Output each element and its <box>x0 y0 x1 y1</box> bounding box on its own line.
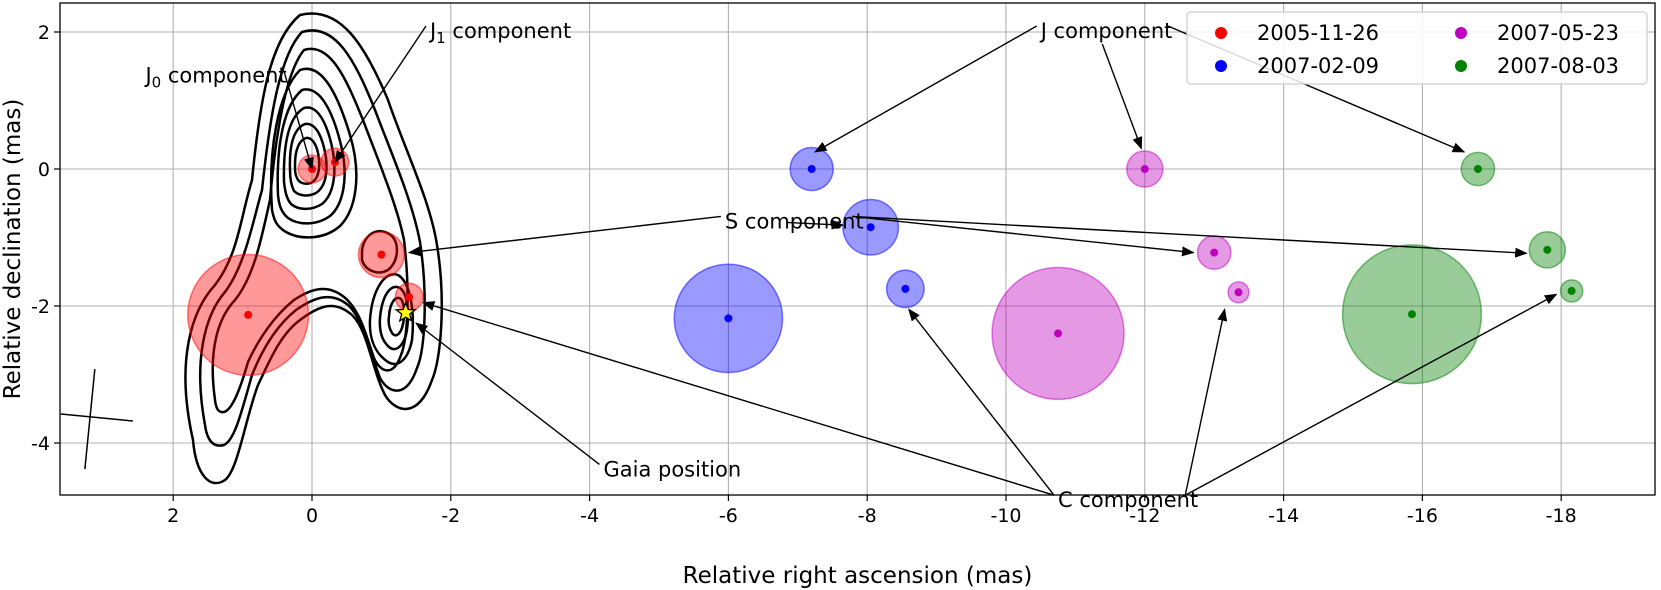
component-center-point <box>1473 165 1482 173</box>
x-tick-label: -8 <box>858 505 877 527</box>
annotation-arrow <box>908 308 1055 496</box>
legend-marker <box>1455 60 1467 72</box>
gaia-position-star <box>394 301 417 323</box>
component-center-point <box>405 293 414 302</box>
beam-major-axis <box>84 368 96 470</box>
plot-frame <box>59 2 1656 496</box>
x-axis-label: Relative right ascension (mas) <box>683 563 1033 589</box>
contour-line <box>276 88 346 225</box>
contour-line <box>293 136 321 186</box>
legend-label: 2007-02-09 <box>1257 54 1379 78</box>
annotation-arrow <box>852 215 1528 258</box>
component-center-point <box>244 310 253 319</box>
contour-line <box>288 122 328 197</box>
legend-label: 2007-08-03 <box>1497 54 1619 78</box>
annotation-label: Gaia position <box>603 457 741 481</box>
component-center-point <box>1234 288 1243 297</box>
component-center-point <box>807 165 816 173</box>
legend: 2005-11-26 2007-02-09 2007-05-23 2007-08-03 <box>1186 11 1648 85</box>
component-center-point <box>866 223 875 232</box>
annotation-label: C component <box>1058 488 1198 512</box>
component-center-point <box>1567 286 1576 295</box>
y-tick-label: -2 <box>31 296 50 318</box>
component-center-point <box>1140 165 1149 173</box>
annotation-arrow <box>407 215 722 257</box>
annotation-arrow <box>1184 293 1558 496</box>
y-tick-label: 2 <box>38 22 50 44</box>
annotation-arrow <box>421 301 1055 496</box>
x-tick-label: -16 <box>1407 505 1438 527</box>
y-tick-label: -4 <box>31 433 50 455</box>
beam-minor-axis <box>60 413 133 422</box>
legend-label: 2005-11-26 <box>1257 21 1379 45</box>
component-center-point <box>1054 329 1063 338</box>
component-center-point <box>724 314 733 323</box>
annotation-arrow <box>1101 43 1143 150</box>
component-center-point <box>901 284 910 293</box>
legend-marker <box>1215 27 1227 39</box>
annotation-arrow <box>786 219 845 230</box>
contour-line <box>387 296 406 337</box>
contour-line <box>269 67 358 239</box>
annotation-label: J component <box>1039 19 1173 43</box>
annotation-label: J0 component <box>143 64 286 92</box>
x-tick-label: -18 <box>1546 505 1577 527</box>
component-center-point <box>1210 248 1219 257</box>
annotation-arrow <box>283 70 314 171</box>
x-tick-label: -4 <box>580 505 599 527</box>
y-axis-label: Relative declination (mas) <box>0 99 26 400</box>
component-center-point <box>1407 310 1416 319</box>
x-tick-label: -10 <box>990 505 1021 527</box>
y-tick-label: 0 <box>38 159 50 181</box>
component-center-point <box>377 250 386 259</box>
annotation-label: J1 component <box>428 19 571 47</box>
contour-line <box>184 12 443 485</box>
annotations: J0 component J1 component J component S com… <box>143 19 1558 512</box>
annotation-arrow <box>814 25 1038 153</box>
component-center-point <box>1543 245 1552 254</box>
data-marks <box>60 146 1584 470</box>
annotation-label: S component <box>725 209 864 233</box>
contour-line <box>211 47 409 414</box>
x-tick-label: -14 <box>1268 505 1299 527</box>
annotation-arrow <box>1184 308 1228 496</box>
x-tick-label: 2 <box>167 505 179 527</box>
annotation-arrow <box>415 322 600 465</box>
annotation-arrow <box>852 215 1195 257</box>
legend-label: 2007-05-23 <box>1497 21 1619 45</box>
contour-line <box>282 106 336 211</box>
annotation-arrow <box>334 25 427 164</box>
x-tick-label: -12 <box>1129 505 1160 527</box>
contour-line <box>199 29 426 447</box>
legend-marker <box>1215 60 1227 72</box>
legend-marker <box>1455 27 1467 39</box>
legend-box <box>1186 11 1648 85</box>
x-tick-label: -2 <box>441 505 460 527</box>
contour-line <box>378 285 410 351</box>
x-tick-label: -6 <box>719 505 738 527</box>
x-tick-label: 0 <box>306 505 318 527</box>
